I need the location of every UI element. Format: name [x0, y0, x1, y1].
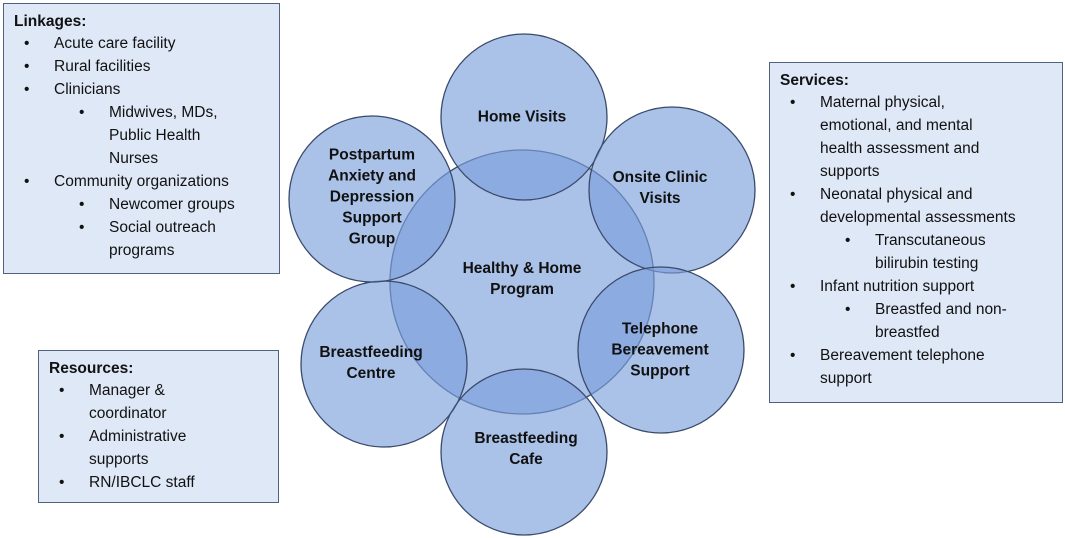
node-circle-postpartum — [288, 115, 456, 283]
node-circle-telephone — [577, 266, 745, 434]
node-home-visits: Home Visits — [477, 108, 567, 126]
resources-box: Resources: Manager &coordinator Administ… — [38, 350, 279, 503]
services-box: Services: Maternal physical,emotional, a… — [769, 62, 1063, 403]
list-item: Maternal physical,emotional, and mentalh… — [790, 91, 1052, 183]
list-item: RN/IBCLC staff — [59, 471, 268, 494]
node-circle-cafe — [440, 368, 608, 536]
list-item: Clinicians Midwives, MDs,Public HealthNu… — [24, 78, 269, 170]
list-item: Community organizations Newcomer groupsS… — [24, 170, 269, 262]
list-item: Acute care facility — [24, 32, 269, 55]
services-title: Services: — [780, 72, 849, 89]
linkages-title: Linkages: — [14, 13, 87, 30]
node-circle-home-visits — [440, 33, 608, 201]
list-item: Rural facilities — [24, 55, 269, 78]
linkages-box: Linkages: Acute care facility Rural faci… — [3, 3, 280, 274]
resources-title: Resources: — [49, 360, 134, 377]
list-item: Infant nutrition support Breastfed and n… — [790, 275, 1052, 344]
list-item: Manager &coordinator — [59, 379, 268, 425]
